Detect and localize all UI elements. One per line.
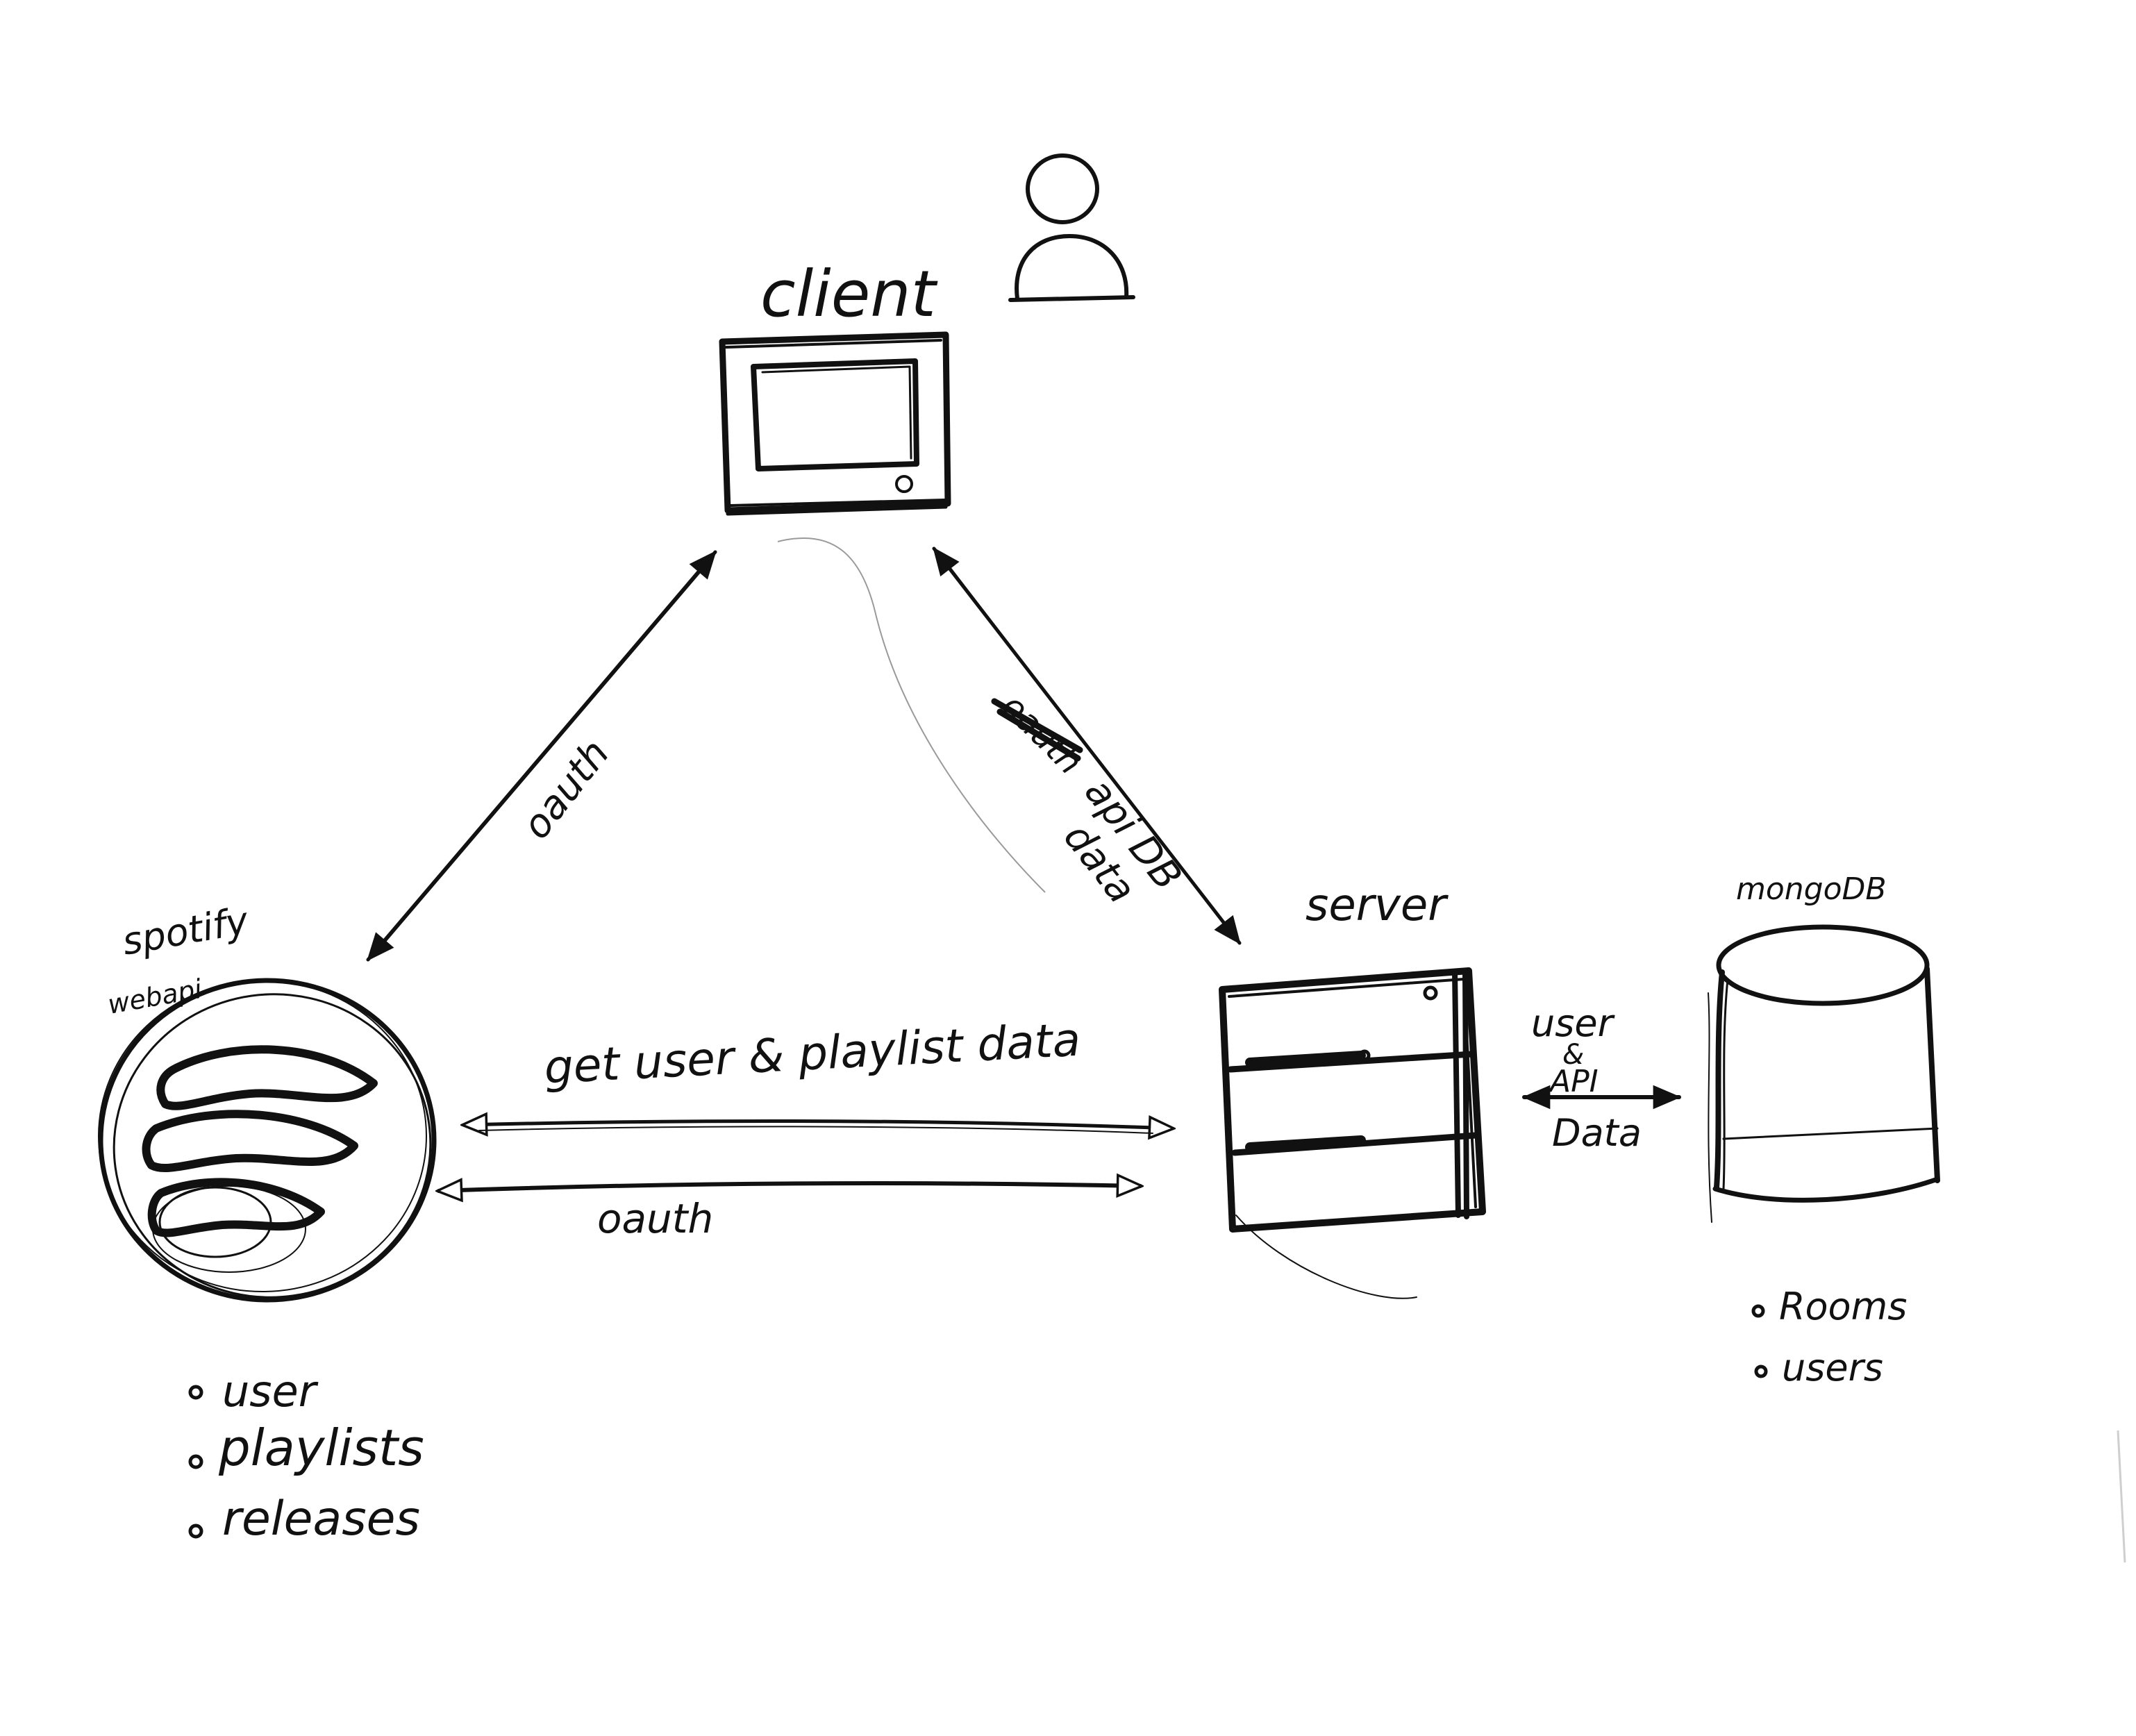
server-label: server: [1305, 880, 1449, 931]
edge-spotify-server-bottom-label: oauth: [597, 1195, 713, 1242]
edge-spotify-server-top: get user & playlist data: [464, 1013, 1172, 1133]
server-icon: [1219, 967, 1486, 1299]
client-node: client: [719, 257, 951, 516]
edge-server-mongodb-label-line2: &: [1562, 1039, 1584, 1071]
database-icon: [1708, 924, 1940, 1223]
spotify-node: spotify webapi: [98, 899, 437, 1303]
spotify-logo-icon: [98, 978, 437, 1303]
monitor-icon: [719, 331, 951, 516]
mongodb-list-item: users: [1782, 1346, 1883, 1389]
client-label: client: [760, 257, 938, 331]
mongodb-data-list: Rooms users: [1751, 1285, 1907, 1389]
spotify-list-item: playlists: [218, 1419, 424, 1477]
edge-server-client: oauth api DB data: [932, 546, 1242, 945]
spotify-label-line1: spotify: [119, 899, 252, 964]
crossed-out-label: oauth: [991, 687, 1090, 782]
mongodb-label: mongoDB: [1736, 871, 1887, 907]
server-node: server: [1219, 880, 1486, 1299]
scan-edge-mark: [2117, 1430, 2126, 1563]
edge-spotify-server-top-label: get user & playlist data: [543, 1013, 1082, 1094]
edge-spotify-client-label: oauth: [514, 731, 619, 847]
spotify-list-item: releases: [222, 1492, 420, 1546]
spotify-list-item: user: [222, 1366, 319, 1417]
edge-server-mongodb-label-line4: Data: [1552, 1111, 1642, 1155]
edge-server-mongodb-label-line3: API: [1548, 1064, 1599, 1099]
edge-server-mongodb: user & API Data: [1522, 1001, 1681, 1155]
edge-spotify-client: oauth: [366, 550, 717, 962]
edge-spotify-server-bottom: oauth: [439, 1183, 1140, 1242]
mongodb-node: mongoDB: [1708, 871, 1940, 1223]
mongodb-list-item: Rooms: [1779, 1285, 1907, 1328]
edge-server-mongodb-label-line1: user: [1531, 1001, 1615, 1045]
spotify-data-list: user playlists releases: [188, 1366, 424, 1546]
user-icon: [1008, 153, 1135, 302]
